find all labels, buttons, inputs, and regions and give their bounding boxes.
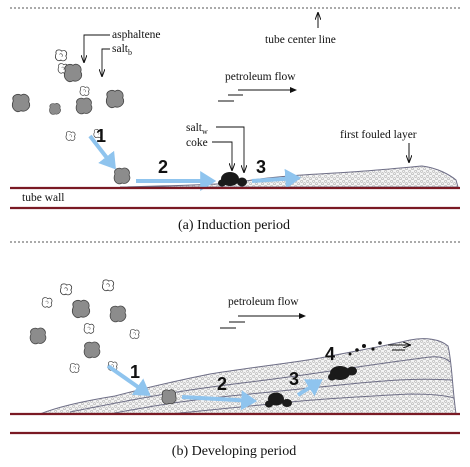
tube-wall-label: tube wall [22,192,64,204]
step-2-label: 2 [158,157,168,177]
salt-b-pointer [102,48,110,76]
deposit-layer-line [169,393,455,415]
asphaltene-particle [71,299,91,319]
salt-particle [129,329,140,339]
salt-b-label: saltb [112,43,132,57]
deposit-layer-line [69,356,451,413]
caption-a: (a) Induction period [178,218,290,233]
step-1-label: 1 [130,362,140,382]
step-3-label: 3 [289,369,299,389]
step-1-arrow [88,134,116,170]
coke-particle [237,177,247,187]
caption-b: (b) Developing period [172,444,296,459]
asphaltene-particle [29,327,47,345]
coke-particle [282,399,292,407]
coke-particle [218,179,226,187]
salt-particle [79,86,90,96]
first-fouled-layer [119,165,459,188]
asphaltene-particle [75,97,93,115]
asphaltene-label: asphaltene [112,29,161,41]
salt-particle [60,283,73,296]
step-3-arrow [251,168,302,189]
salt-particle [69,363,80,373]
fragment-dot [378,341,382,345]
step-2-label: 2 [217,374,227,394]
step-1-label: 1 [96,126,106,146]
coke-particle [347,366,357,376]
asphaltene-particle [113,167,131,185]
asphaltene-particle [109,305,127,323]
salt-particle [55,49,68,62]
asphaltene-particle [11,93,31,113]
flow-label-a: petroleum flow [225,71,296,83]
fragment-dot [371,347,375,351]
salt-particle [102,279,115,292]
asphaltene-particle [63,63,83,83]
asphaltene-particle [105,89,125,109]
asphaltene-particle [161,389,177,405]
salt-particle [65,131,76,141]
coke-particle [265,400,273,408]
asphaltene-pointer [84,34,110,62]
salt-particle [41,297,53,308]
fragment-dot [355,348,359,352]
coke-particle [328,373,336,381]
coke-pointer [212,141,232,170]
step-2-arrow [181,390,258,411]
fouled-layer-label: first fouled layer [340,129,417,141]
fragment-dot [348,352,352,356]
flow-label-b: petroleum flow [228,296,299,308]
asphaltene-particle [83,341,101,359]
coke-label: coke [186,137,208,149]
fragment-dot [362,344,366,348]
step-3-arrow [296,379,323,397]
salt-w-label: saltw [186,122,208,136]
step-4-label: 4 [325,344,335,364]
step-3-label: 3 [256,157,266,177]
panel-a: tube center line asphaltene saltb petrol… [10,7,460,233]
panel-b: petroleum flow 1 2 3 4 (b) Developing pe… [10,279,460,459]
step-1-arrow [106,364,151,396]
salt-particle [83,323,95,334]
centerline-label: tube center line [265,34,336,46]
asphaltene-particle [49,103,61,115]
salt-w-pointer [216,126,244,172]
